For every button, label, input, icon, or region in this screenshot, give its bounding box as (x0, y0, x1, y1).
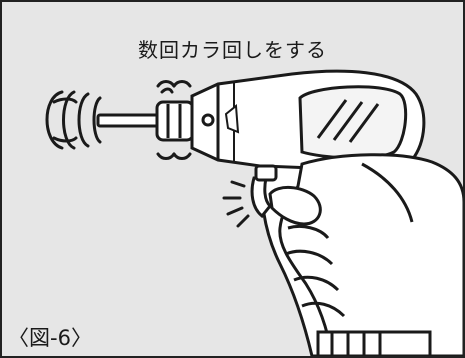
trigger-motion-marks (222, 180, 250, 228)
gripping-hand (268, 153, 463, 356)
trigger-switch (250, 164, 278, 219)
chuck-spin-motion-marks (156, 80, 192, 160)
figure-caption: 数回カラ回しをする (138, 38, 327, 62)
driver-bit (96, 113, 162, 128)
figure-number-label: 〈図-6〉 (8, 326, 92, 350)
tool-body (190, 69, 426, 178)
bit-spin-motion-marks (45, 90, 102, 150)
chuck-sleeve (155, 100, 195, 142)
battery-base (316, 330, 432, 356)
